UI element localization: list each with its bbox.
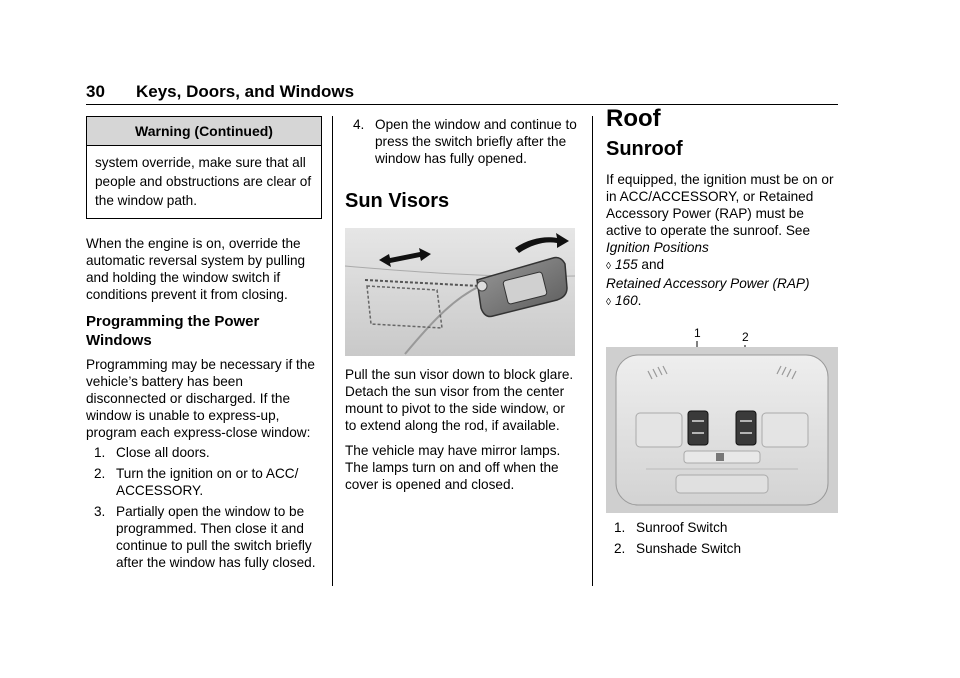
warning-title: Warning (Continued)	[87, 117, 321, 146]
rap-page[interactable]: 160	[614, 293, 638, 308]
sun-visor-paragraph-1: Pull the sun visor down to block glare. …	[345, 367, 574, 433]
programming-heading: Programming the Power Windows	[86, 313, 260, 349]
step-number: 3.	[94, 504, 106, 519]
sunshade-switch-glyph-icon	[740, 420, 752, 434]
list-item: 4. Open the window and continue to press …	[345, 116, 577, 167]
caption-text: Sunshade Switch	[636, 541, 742, 556]
double-arrow-icon	[379, 248, 431, 267]
and-text: and	[637, 257, 665, 272]
sun-visors-heading: Sun Visors	[345, 190, 450, 212]
sun-visor-illustration	[345, 228, 575, 356]
step-number: 1.	[94, 445, 106, 460]
a-pillar-line	[404, 285, 481, 355]
callout-1-label: 1	[694, 326, 701, 340]
programming-steps: 1. Close all doors. 2. Turn the ignition o…	[86, 444, 322, 571]
step-text: Open the window and continue to press th…	[375, 117, 577, 166]
column-divider-2	[592, 116, 593, 586]
list-item: 1. Close all doors.	[86, 444, 322, 461]
list-item: 2. Turn the ignition on or to ACC/ ACCESS…	[86, 465, 322, 499]
sunroof-paragraph: If equipped, the ignition must be on or …	[606, 172, 834, 308]
sunroof-switch-glyph-icon	[692, 420, 704, 434]
page-header: 30 Keys, Doors, and Windows	[86, 82, 838, 105]
list-item: 1. Sunroof Switch	[606, 519, 842, 536]
section-title: Keys, Doors, and Windows	[136, 82, 355, 101]
vanity-mirror	[502, 271, 548, 305]
override-paragraph: When the engine is on, override the auto…	[86, 236, 306, 302]
sunroof-heading: Sunroof	[606, 138, 683, 160]
sunroof-paragraph-text: If equipped, the ignition must be on or …	[606, 172, 834, 238]
map-lamp-right[interactable]	[761, 412, 809, 448]
column-2: 4. Open the window and continue to press …	[345, 116, 577, 501]
small-button[interactable]	[716, 453, 724, 461]
step-text: Close all doors.	[116, 445, 210, 460]
callout-2-label: 2	[742, 330, 749, 344]
overhead-console	[615, 354, 829, 506]
caption-number: 1.	[614, 520, 626, 535]
programming-steps-continued: 4. Open the window and continue to press …	[345, 116, 577, 167]
sunroof-controls-illustration: 1 2	[606, 326, 838, 513]
ignition-positions-page[interactable]: 155	[614, 257, 638, 272]
map-lamp-left[interactable]	[635, 412, 683, 448]
page-ref-icon: ◊	[606, 297, 611, 308]
curved-arrow-icon	[515, 233, 569, 253]
step-text: Partially open the window to be programm…	[116, 504, 316, 570]
list-item: 2. Sunshade Switch	[606, 540, 842, 557]
step-number: 2.	[94, 466, 106, 481]
visor-rod	[364, 279, 481, 287]
figure-captions: 1. Sunroof Switch 2. Sunshade Switch	[606, 519, 842, 557]
ignition-positions-link[interactable]: Ignition Positions	[606, 240, 709, 255]
caption-number: 2.	[614, 541, 626, 556]
column-3: Roof Sunroof If equipped, the ignition m…	[606, 107, 842, 561]
step-text: Turn the ignition on or to ACC/ ACCESSOR…	[116, 466, 299, 498]
page-ref-icon: ◊	[606, 261, 611, 272]
step-number: 4.	[353, 117, 365, 132]
programming-paragraph: Programming may be necessary if the vehi…	[86, 357, 315, 440]
sun-visor-paragraph-2: The vehicle may have mirror lamps. The l…	[345, 443, 561, 492]
roof-heading: Roof	[606, 105, 661, 132]
sunshade-switch[interactable]	[735, 410, 757, 446]
sunroof-switch[interactable]	[687, 410, 709, 446]
visor-side-position-outline	[366, 285, 443, 329]
warning-box: Warning (Continued) system override, mak…	[86, 116, 322, 219]
caption-text: Sunroof Switch	[636, 520, 728, 535]
vent-icon	[647, 365, 797, 380]
list-item: 3. Partially open the window to be progra…	[86, 503, 322, 571]
column-divider-1	[332, 116, 333, 586]
visor-center-mount	[476, 280, 488, 292]
console-lower-panel	[675, 474, 769, 494]
warning-text: system override, make sure that all peop…	[95, 155, 312, 208]
column-1: Warning (Continued) system override, mak…	[86, 116, 322, 575]
page-number: 30	[86, 82, 105, 101]
rap-link[interactable]: Retained Accessory Power (RAP)	[606, 276, 810, 291]
